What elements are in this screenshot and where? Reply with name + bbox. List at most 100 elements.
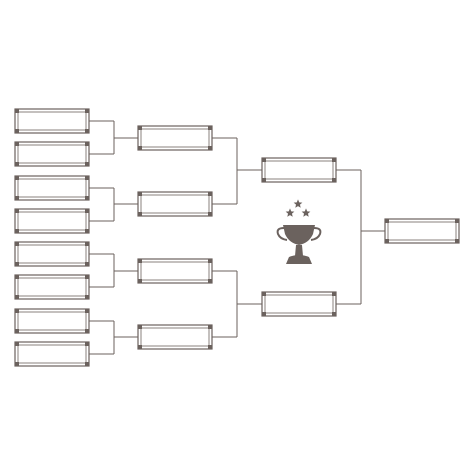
slot-frame-inner [17,211,87,231]
slot-corner-ornament [85,329,89,333]
slot-corner-ornament [385,239,389,243]
slot-frame-inner [264,294,334,314]
slot-corner-ornament [332,158,336,162]
slot-frame-inner [140,128,210,148]
slot-corner-ornament [332,312,336,316]
bracket-slot[interactable] [137,324,213,350]
slot-frame-inner [17,111,87,131]
slot-frame-inner [17,344,87,364]
slot-frame-outer [137,125,213,151]
slot-frame-outer [261,291,337,317]
slot-corner-ornament [262,292,266,296]
slot-corner-ornament [138,279,142,283]
bracket-slot[interactable] [14,274,90,300]
slot-corner-ornament [15,109,19,113]
slot-corner-ornament [15,275,19,279]
slot-corner-ornament [208,126,212,130]
slot-corner-ornament [85,242,89,246]
slot-corner-ornament [85,142,89,146]
star-icon [285,208,295,217]
slot-corner-ornament [85,209,89,213]
slot-corner-ornament [332,178,336,182]
slot-corner-ornament [208,192,212,196]
bracket-slot[interactable] [14,141,90,167]
slot-corner-ornament [15,129,19,133]
trophy-cup [283,225,315,245]
slot-corner-ornament [138,325,142,329]
slot-corner-ornament [15,209,19,213]
slot-corner-ornament [15,142,19,146]
slot-corner-ornament [85,196,89,200]
slot-corner-ornament [15,309,19,313]
slot-corner-ornament [208,345,212,349]
slot-corner-ornament [138,259,142,263]
slot-frame-outer [137,324,213,350]
slot-frame-outer [14,175,90,201]
slot-corner-ornament [85,262,89,266]
slot-corner-ornament [85,295,89,299]
bracket-slot[interactable] [137,191,213,217]
slot-corner-ornament [15,262,19,266]
slot-corner-ornament [15,196,19,200]
slot-corner-ornament [455,239,459,243]
bracket-slot[interactable] [137,258,213,284]
slot-frame-inner [140,327,210,347]
trophy-icon [276,199,322,264]
slot-frame-outer [14,341,90,367]
slot-corner-ornament [85,162,89,166]
slot-corner-ornament [138,146,142,150]
slot-corner-ornament [15,329,19,333]
star-icon [293,199,303,208]
slot-corner-ornament [15,295,19,299]
bracket-connectors [89,120,385,355]
slot-corner-ornament [15,162,19,166]
bracket-slot[interactable] [261,157,337,183]
slot-corner-ornament [208,325,212,329]
bracket-slot[interactable] [384,218,460,244]
slot-corner-ornament [85,342,89,346]
slot-frame-inner [140,261,210,281]
slot-corner-ornament [138,192,142,196]
bracket-slot[interactable] [14,108,90,134]
bracket-slot[interactable] [14,308,90,334]
slot-corner-ornament [15,362,19,366]
slot-corner-ornament [262,178,266,182]
slot-corner-ornament [85,229,89,233]
slot-corner-ornament [138,126,142,130]
slot-frame-inner [17,144,87,164]
slot-corner-ornament [15,176,19,180]
slot-corner-ornament [208,146,212,150]
slot-corner-ornament [15,342,19,346]
bracket-slot[interactable] [14,241,90,267]
slot-frame-inner [140,194,210,214]
bracket-slots [14,108,460,367]
star-icon [301,208,311,217]
slot-frame-outer [14,241,90,267]
slot-frame-outer [14,274,90,300]
bracket-slot[interactable] [14,208,90,234]
slot-frame-inner [264,160,334,180]
slot-corner-ornament [262,312,266,316]
slot-frame-outer [261,157,337,183]
slot-corner-ornament [138,212,142,216]
trophy-handle-left [276,227,288,241]
slot-frame-inner [17,244,87,264]
slot-corner-ornament [208,212,212,216]
bracket-slot[interactable] [137,125,213,151]
bracket-slot[interactable] [14,341,90,367]
slot-corner-ornament [15,242,19,246]
slot-frame-inner [17,311,87,331]
slot-corner-ornament [385,219,389,223]
slot-corner-ornament [85,129,89,133]
slot-corner-ornament [85,109,89,113]
slot-frame-outer [384,218,460,244]
slot-frame-inner [17,178,87,198]
slot-corner-ornament [208,279,212,283]
slot-frame-outer [14,108,90,134]
slot-corner-ornament [85,362,89,366]
slot-frame-inner [387,221,457,241]
slot-corner-ornament [208,259,212,263]
bracket-slot[interactable] [261,291,337,317]
bracket-slot[interactable] [14,175,90,201]
